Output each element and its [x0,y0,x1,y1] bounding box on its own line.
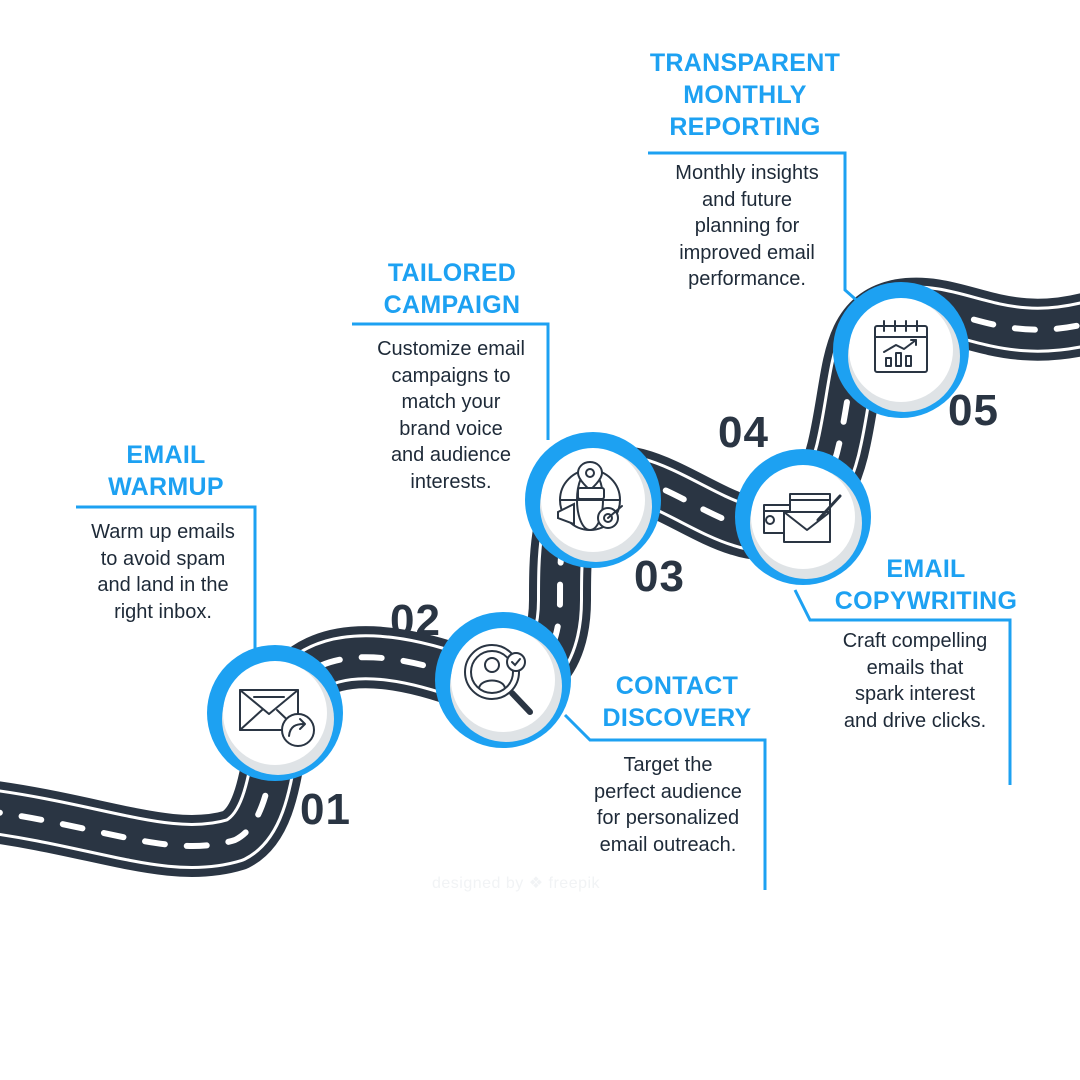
user-search-icon [464,644,533,715]
email-compose-icon [763,493,842,543]
step-circle-02 [435,612,571,748]
step-04-description: Craft compelling emails that spark inter… [842,630,988,732]
connector-03 [352,322,550,440]
step-01-number: 01 [300,785,351,834]
step-01-title: EMAIL WARMUP [108,441,224,501]
envelope-forward-icon [239,689,315,747]
connector-01 [76,505,257,650]
step-03-title: TAILORED CAMPAIGN [383,259,521,319]
step-05-title: TRANSPARENT MONTHLY REPORTING [649,49,841,141]
step-circle-03 [525,432,661,568]
connector-05 [648,151,863,307]
step-02-description: Target the perfect audience for personal… [594,754,742,856]
step-02-number: 02 [390,596,441,645]
step-04-title: EMAIL COPYWRITING [834,555,1018,615]
step-01-description: Warm up emails to avoid spam and land in… [91,521,235,623]
calendar-chart-icon [874,320,928,373]
step-03-number: 03 [634,552,685,601]
watermark: designed by ❖ freepik [432,875,601,892]
step-05-number: 05 [948,386,999,435]
connector-02 [563,713,767,890]
step-05-description: Monthly insights and future planning for… [675,162,819,290]
step-03-description: Customize email campaigns to match your … [377,338,525,493]
step-02-title: CONTACT DISCOVERY [602,672,752,732]
connector-04 [793,589,1012,785]
globe-campaign-icon [557,460,623,531]
step-04-number: 04 [718,408,769,457]
